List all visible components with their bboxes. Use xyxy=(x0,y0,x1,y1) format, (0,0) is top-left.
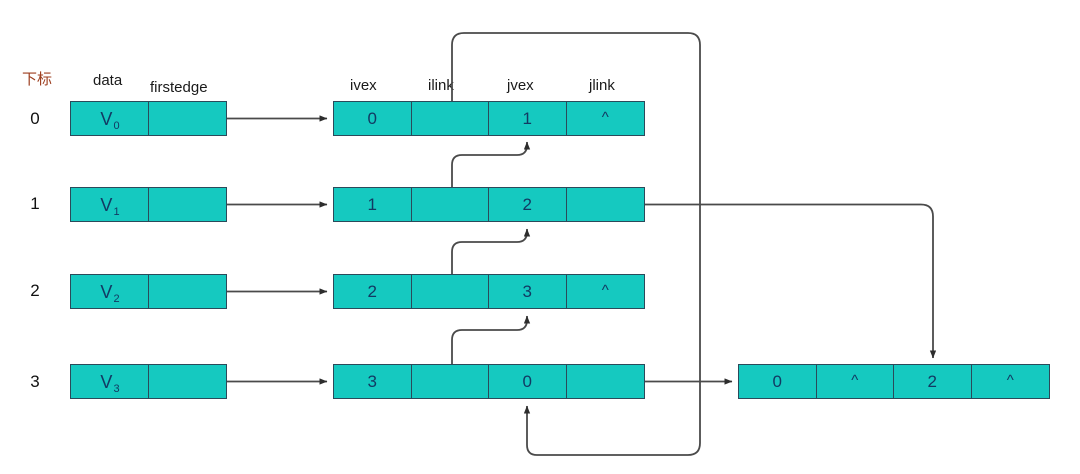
edge-node-1-ivex: 1 xyxy=(334,188,412,221)
vertex-data-cell-2: V2 xyxy=(71,275,149,308)
vertex-node-2[interactable]: V2 xyxy=(70,274,227,309)
row-index-0: 0 xyxy=(30,109,40,128)
edge-node-1-jvex: 2 xyxy=(489,188,567,221)
edge-node-2-jlink: ^ xyxy=(566,275,644,308)
wire-jlink-1-to-tail-jvex xyxy=(645,203,937,359)
firstedge-column-header: firstedge xyxy=(150,79,208,96)
edge-node-3-jlink xyxy=(566,365,644,398)
edge-node-3-jvex: 0 xyxy=(489,365,567,398)
wire-ilink-3-to-jvex-2 xyxy=(451,315,531,364)
vertex-node-0[interactable]: V0 xyxy=(70,101,227,136)
vertex-data-cell-3: V3 xyxy=(71,365,149,398)
vertex-node-3[interactable]: V3 xyxy=(70,364,227,399)
row-index-3: 3 xyxy=(30,372,40,391)
edge-node-tail-ivex: 0 xyxy=(739,365,817,398)
jlink-column-header: jlink xyxy=(589,77,615,94)
edge-node-2-jvex: 3 xyxy=(489,275,567,308)
edge-node-0-ilink xyxy=(411,102,489,135)
row-index-1: 1 xyxy=(30,194,40,213)
index-column-header: 下标 xyxy=(22,71,53,88)
edge-node-1[interactable]: 1 2 xyxy=(333,187,645,222)
edge-node-3[interactable]: 3 0 xyxy=(333,364,645,399)
vertex-data-subscript-3: 3 xyxy=(113,382,120,395)
row-index-2: 2 xyxy=(30,281,40,300)
jvex-column-header: jvex xyxy=(507,77,534,94)
edge-node-3-ilink xyxy=(411,365,489,398)
edge-node-tail[interactable]: 0 ^ 2 ^ xyxy=(738,364,1050,399)
edge-node-1-ilink xyxy=(411,188,489,221)
vertex-data-cell-1: V1 xyxy=(71,188,149,221)
edge-node-0-jvex: 1 xyxy=(489,102,567,135)
edge-node-2[interactable]: 2 3 ^ xyxy=(333,274,645,309)
vertex-data-subscript-0: 0 xyxy=(113,119,120,132)
vertex-data-subscript-1: 1 xyxy=(113,205,120,218)
wire-ilink-1-to-jvex-0 xyxy=(451,141,531,187)
vertex-node-1[interactable]: V1 xyxy=(70,187,227,222)
edge-node-tail-ilink: ^ xyxy=(816,365,894,398)
vertex-firstedge-cell-2 xyxy=(149,275,226,308)
vertex-data-subscript-2: 2 xyxy=(113,292,120,305)
data-column-header: data xyxy=(93,72,123,89)
vertex-firstedge-cell-0 xyxy=(149,102,226,135)
edge-node-0-jlink: ^ xyxy=(566,102,644,135)
edge-node-1-jlink xyxy=(566,188,644,221)
wire-ilink-2-to-jvex-1 xyxy=(451,228,531,274)
edge-node-tail-jvex: 2 xyxy=(894,365,972,398)
vertex-firstedge-cell-1 xyxy=(149,188,226,221)
vertex-firstedge-cell-3 xyxy=(149,365,226,398)
edge-node-3-ivex: 3 xyxy=(334,365,412,398)
ilink-column-header: ilink xyxy=(428,77,454,94)
ivex-column-header: ivex xyxy=(350,77,377,94)
wire-outer-loop-bottom xyxy=(523,405,701,456)
edge-node-0[interactable]: 0 1 ^ xyxy=(333,101,645,136)
edge-node-tail-jlink: ^ xyxy=(971,365,1049,398)
vertex-data-cell-0: V0 xyxy=(71,102,149,135)
edge-node-2-ilink xyxy=(411,275,489,308)
edge-node-2-ivex: 2 xyxy=(334,275,412,308)
edge-node-0-ivex: 0 xyxy=(334,102,412,135)
